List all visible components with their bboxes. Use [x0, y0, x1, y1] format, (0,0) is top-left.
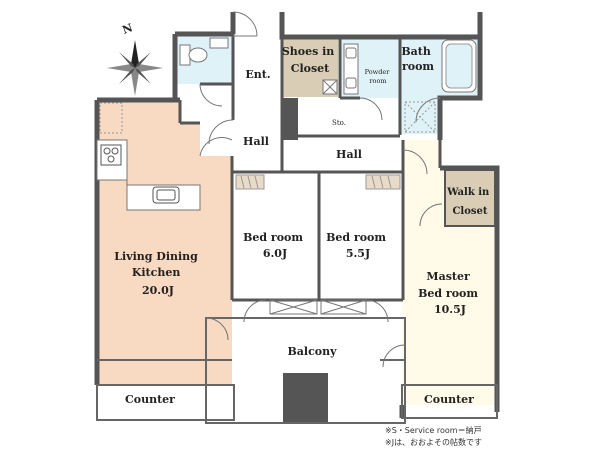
shower-icon [404, 101, 436, 133]
balcony-column [283, 373, 328, 423]
door-swings [199, 11, 443, 368]
kitchen-sink-icon [152, 186, 180, 204]
closet-hatching [235, 174, 401, 190]
hand-basin-icon [209, 37, 229, 49]
shoes-closet-label: Shoes in Closet [282, 45, 338, 75]
note-service-room: ※S・Service room＝納戸 [385, 426, 482, 435]
bedroom-2-label: Bed room 5.5J [326, 231, 390, 260]
washbasin-icon [343, 43, 359, 95]
washing-machine-icon [322, 79, 338, 95]
hall-upper-label: Hall [243, 135, 269, 148]
bedroom-1-label: Bed room 6.0J [243, 231, 307, 260]
ldk-floor [97, 100, 232, 385]
powder-room-label: Powder room [365, 68, 392, 85]
stove-icon [100, 144, 122, 166]
ldk-label: Living Dining Kitchen 20.0J [114, 250, 201, 297]
entrance-label: Ent. [245, 68, 270, 81]
counter-right-label: Counter [424, 393, 474, 406]
balcony-label: Balcony [287, 345, 337, 358]
master-bedroom-label: Master Bed room 10.5J [418, 270, 482, 316]
window-marks [269, 299, 367, 315]
structural-column [282, 98, 298, 140]
toilet-icon [179, 44, 208, 66]
walk-in-closet-label: Walk in Closet [446, 187, 493, 217]
bedroom-1-floor [233, 175, 318, 300]
counter-left-label: Counter [125, 393, 175, 406]
inner-walls [178, 34, 496, 302]
storage-label: Sto. [332, 119, 346, 127]
compass-icon [107, 40, 163, 96]
bathtub-icon [441, 39, 477, 93]
note-tatami-unit: ※Jは、おおよその帖数です [385, 438, 483, 447]
walk-in-closet-fill [445, 170, 495, 226]
compass-north-label: N [121, 21, 135, 37]
bath-room-label: Bath room [401, 45, 434, 73]
bedroom-2-floor [321, 175, 403, 300]
balcony-structure [96, 317, 498, 424]
hall-center-label: Hall [336, 148, 362, 161]
fridge-space [99, 102, 123, 134]
